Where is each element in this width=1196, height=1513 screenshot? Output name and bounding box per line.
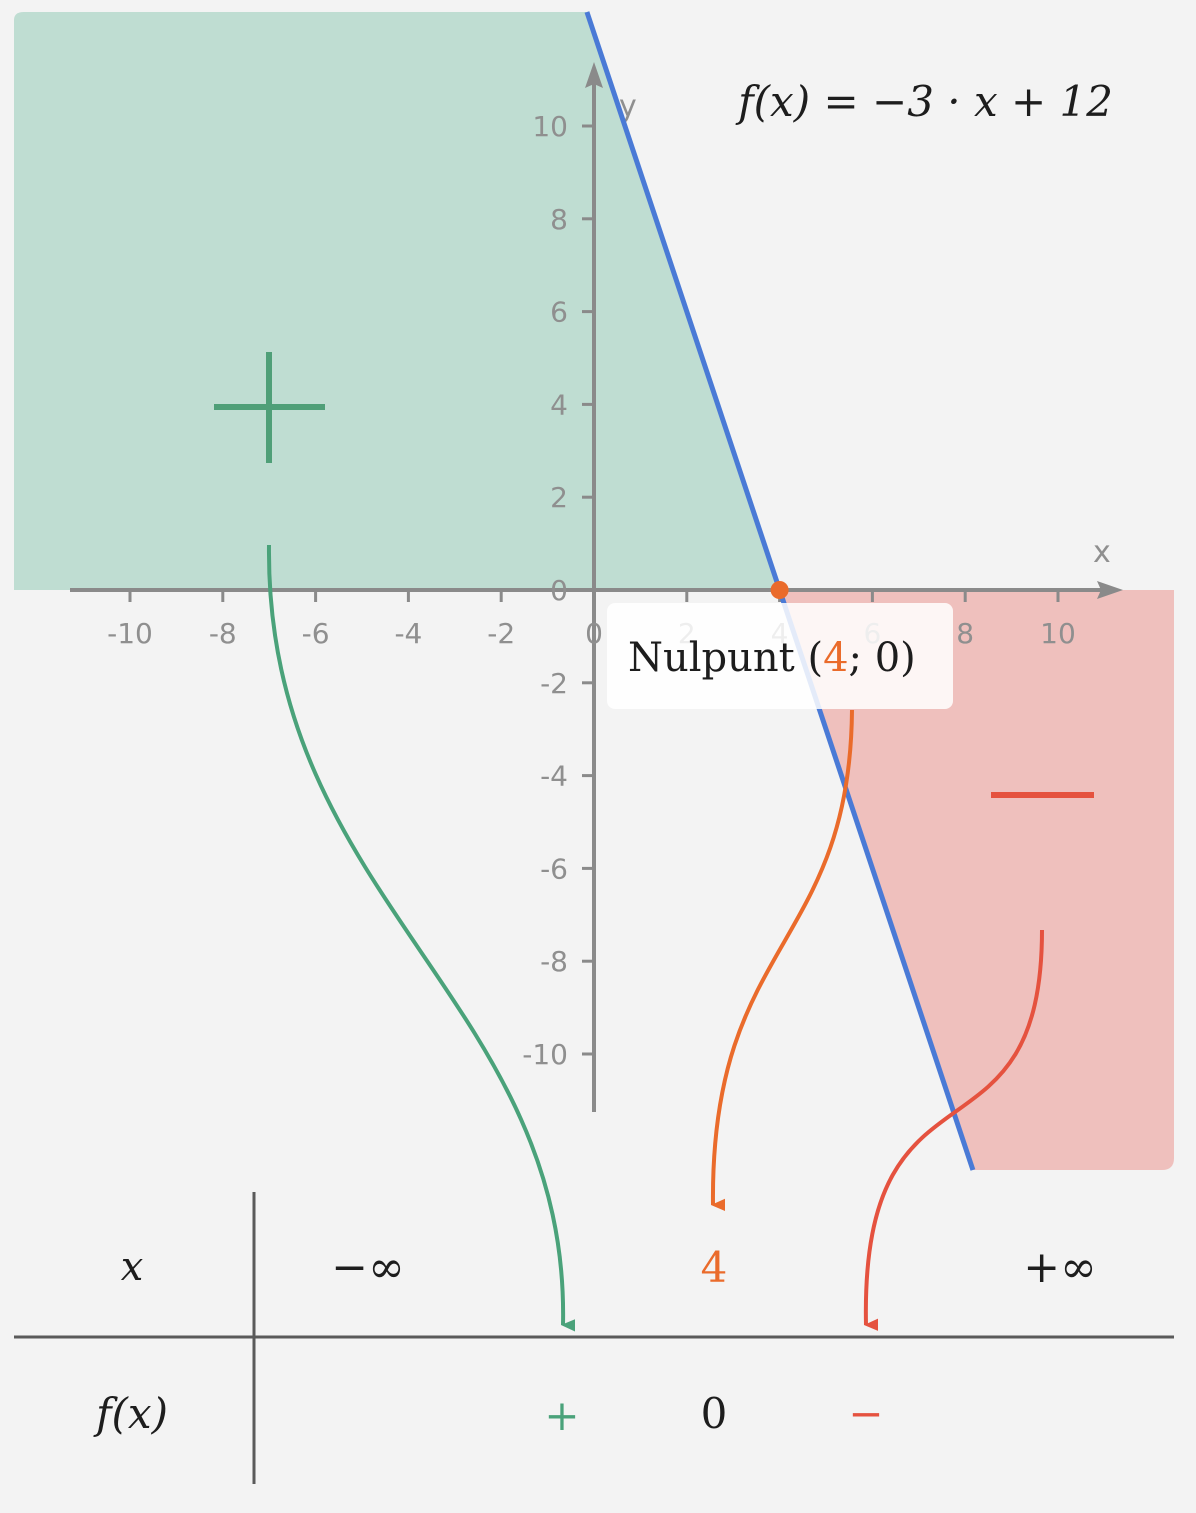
y-tick-label: 0 — [550, 574, 568, 607]
table-x-pos-infinity: +∞ — [1023, 1242, 1097, 1293]
positive-arrow — [266, 544, 563, 1325]
x-tick-label: -4 — [394, 617, 422, 650]
y-tick-label: -8 — [540, 945, 568, 978]
sign-table: x f(x) −∞ 4 +∞ + 0 − — [14, 1192, 1174, 1484]
plus-sign-icon — [214, 352, 325, 463]
zero-point-label-suffix: ; 0) — [849, 635, 916, 681]
x-tick-label: 10 — [1040, 617, 1076, 650]
zero-point-box — [607, 603, 953, 709]
x-axis-arrowhead — [1097, 581, 1123, 599]
y-tick-label: -2 — [540, 667, 568, 700]
y-tick-label: 4 — [550, 388, 568, 421]
y-tick-label: 10 — [532, 110, 568, 143]
y-tick-label: -6 — [540, 852, 568, 885]
y-tick-label: -10 — [522, 1038, 568, 1071]
x-tick-label: 8 — [956, 617, 974, 650]
y-tick-label: 6 — [550, 296, 568, 329]
table-f-zero: 0 — [701, 1389, 728, 1438]
y-tick-label: 2 — [550, 481, 568, 514]
zero-point-callout: Nulpunt (4; 0) — [607, 603, 953, 709]
zero-point-x-value: 4 — [823, 635, 848, 681]
function-label: f(x) = −3 · x + 12 — [735, 77, 1113, 126]
negative-region — [779, 590, 1174, 1170]
x-tick-label: -6 — [302, 617, 330, 650]
table-x-neg-infinity: −∞ — [331, 1242, 405, 1293]
zero-point-label: Nulpunt (4; 0) — [628, 635, 916, 681]
y-tick-label: 8 — [550, 203, 568, 236]
table-f-positive: + — [544, 1391, 579, 1440]
x-axis-name: x — [1093, 535, 1111, 570]
x-tick-label: -2 — [487, 617, 515, 650]
y-axis-arrowhead — [585, 62, 603, 88]
table-f-header: f(x) — [93, 1389, 168, 1438]
table-f-negative: − — [848, 1389, 883, 1438]
zero-point-label-prefix: Nulpunt ( — [628, 635, 823, 681]
table-x-header: x — [121, 1244, 144, 1290]
x-tick-label: -8 — [209, 617, 237, 650]
zero-point-marker — [770, 581, 789, 599]
zero-arrow — [710, 709, 854, 1205]
x-tick-label: 0 — [585, 617, 603, 650]
table-x-zero: 4 — [701, 1243, 728, 1292]
negative-arrow — [863, 929, 1044, 1325]
positive-region — [14, 12, 779, 590]
y-tick-label: -4 — [540, 760, 568, 793]
y-ticks: -10 -8 -6 -4 -2 0 2 4 6 8 10 — [522, 110, 594, 1071]
x-tick-label: -10 — [107, 617, 153, 650]
